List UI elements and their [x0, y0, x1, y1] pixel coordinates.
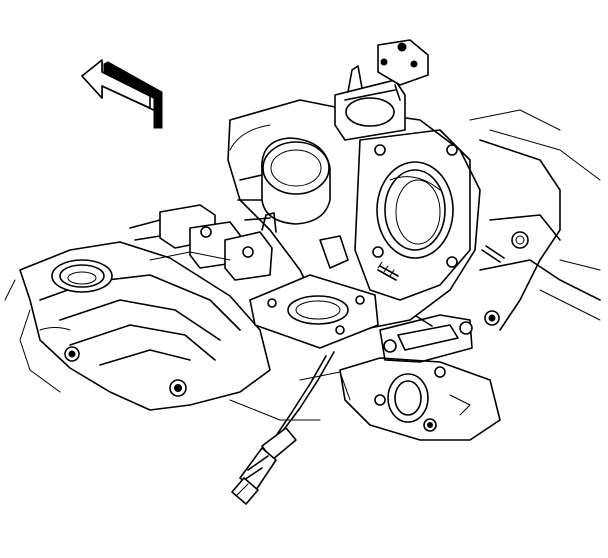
throttle-body: [228, 40, 480, 348]
sensor-cable: [232, 352, 334, 504]
lower-right-cover: [230, 315, 500, 440]
right-block: [470, 110, 600, 330]
left-manifold: [5, 242, 270, 410]
studs: [378, 262, 432, 326]
canister-cover: [230, 125, 330, 224]
direction-arrow-icon: [82, 60, 162, 128]
brackets: [130, 205, 348, 280]
